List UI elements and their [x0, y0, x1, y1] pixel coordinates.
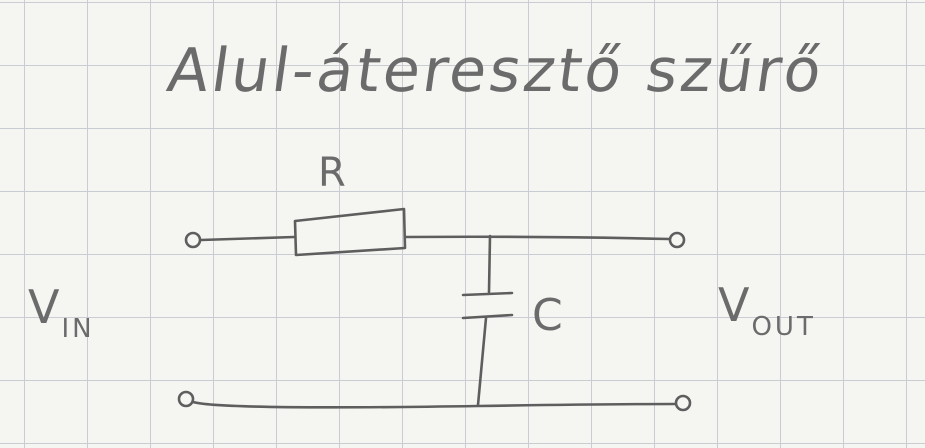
input-terminal-top [184, 231, 202, 249]
capacitor-plate-bottom [461, 313, 514, 320]
output-voltage-symbol: V [718, 278, 750, 332]
wire-resistor-to-output [403, 235, 671, 241]
input-voltage-subscript: IN [61, 314, 95, 344]
input-voltage-label: VIN [28, 280, 93, 344]
input-terminal-bottom [177, 390, 195, 408]
wire-junction-to-capacitor [487, 234, 492, 294]
output-voltage-subscript: OUT [751, 312, 816, 342]
input-voltage-symbol: V [28, 280, 60, 334]
output-terminal-bottom [674, 394, 692, 412]
wire-capacitor-to-ground [476, 316, 488, 407]
capacitor-plate-top [461, 291, 514, 297]
capacitor-label: C [532, 290, 563, 341]
resistor-symbol [293, 207, 407, 257]
wire-input-to-resistor [199, 235, 296, 242]
resistor-label: R [318, 150, 346, 196]
wire-ground-rail [191, 400, 677, 409]
output-voltage-label: VOUT [718, 278, 814, 342]
output-terminal-top [668, 231, 686, 249]
